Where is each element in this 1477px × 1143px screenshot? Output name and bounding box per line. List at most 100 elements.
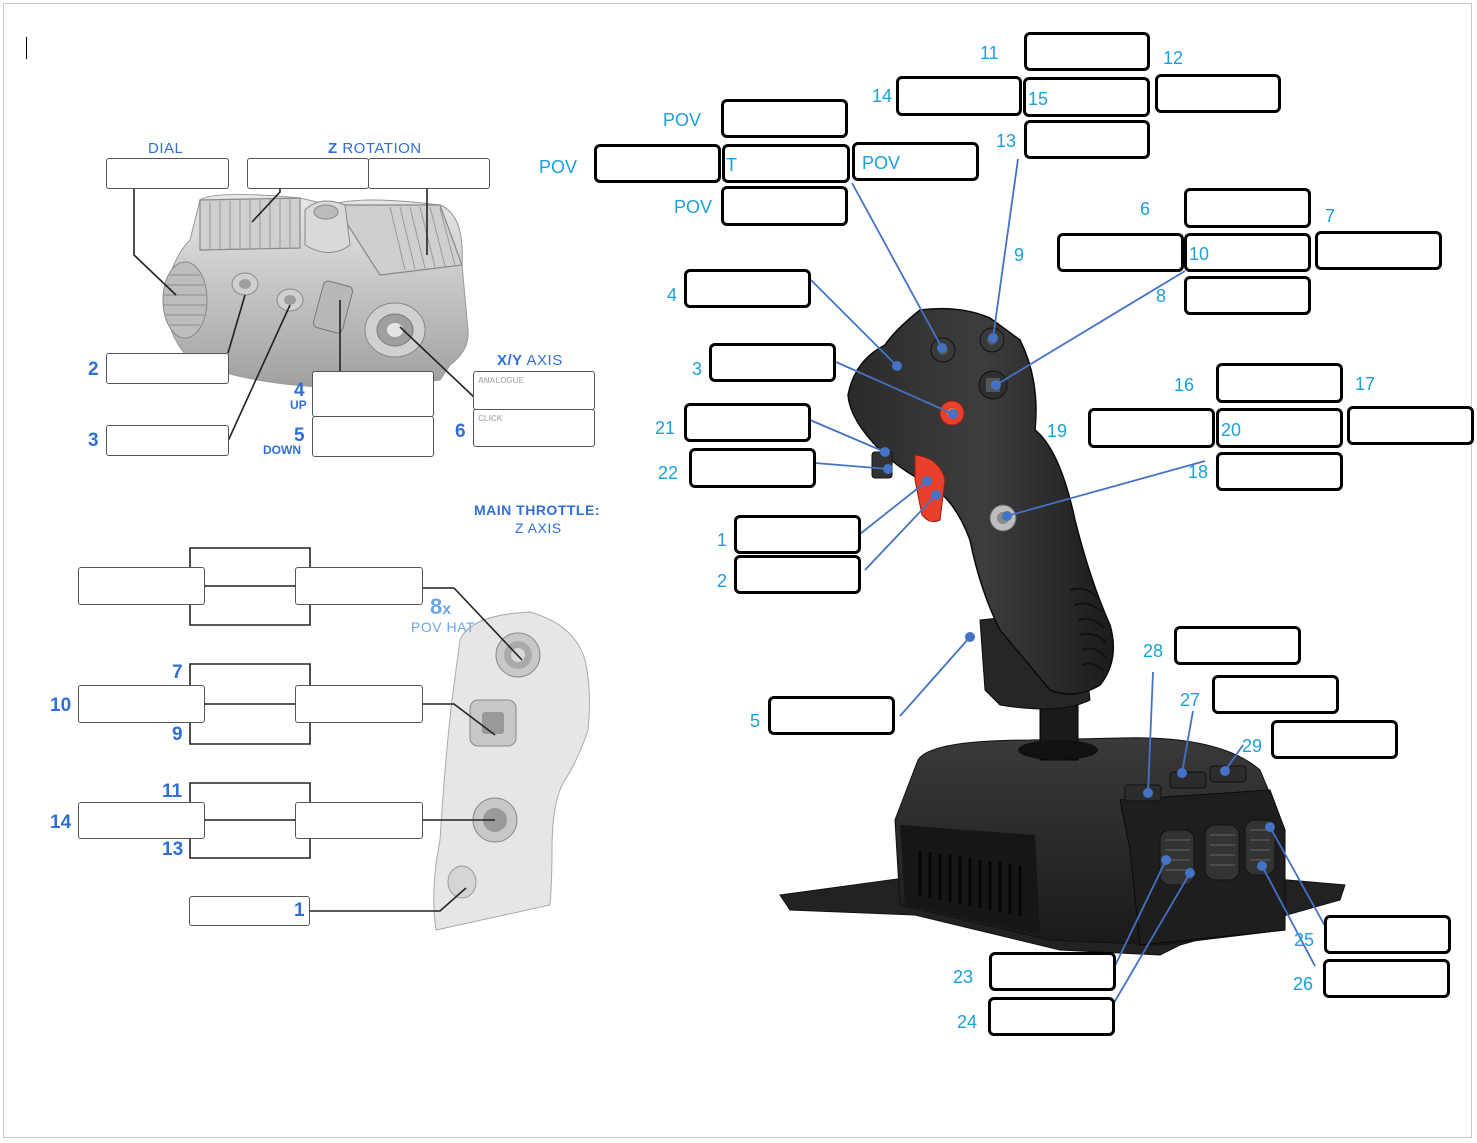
bl-number-13: 13 [162, 839, 184, 860]
tl-answer-box-4[interactable] [312, 371, 434, 417]
tl-answer-box-3[interactable] [106, 425, 229, 456]
r-number-6: 6 [1140, 199, 1151, 219]
xy-axis-bold: X/Y [497, 352, 523, 369]
r-box-13[interactable] [1024, 120, 1150, 159]
r-box-12[interactable] [1155, 74, 1281, 113]
pov-left-box[interactable] [594, 144, 721, 183]
pov-bottom-label: POV [674, 197, 713, 217]
bottom-left-connectors [189, 547, 523, 912]
r-box-14[interactable] [896, 76, 1022, 116]
bl-number-7: 7 [172, 662, 183, 683]
r-number-10: 10 [1189, 244, 1210, 264]
pov-top-box[interactable] [721, 99, 848, 138]
hat3-left-answer-box[interactable] [78, 802, 205, 839]
r-box-4[interactable] [684, 269, 811, 308]
button1-answer-box[interactable] [189, 896, 310, 926]
r-number-11: 11 [980, 43, 999, 63]
r-number-13: 13 [996, 131, 1017, 151]
pov-bottom-box[interactable] [721, 186, 848, 226]
tl-number-2: 2 [88, 359, 99, 380]
r-number-14: 14 [872, 86, 893, 106]
r-number-20: 20 [1221, 420, 1242, 440]
tl-answer-box-5[interactable] [312, 416, 434, 457]
r-number-28: 28 [1143, 641, 1164, 661]
r-number-22: 22 [658, 463, 679, 483]
r-box-1[interactable] [734, 515, 861, 554]
r-number-4: 4 [667, 285, 678, 305]
r-box-24[interactable] [988, 997, 1115, 1036]
main-throttle-line1: MAIN THROTTLE: [474, 502, 600, 518]
r-number-7: 7 [1325, 206, 1336, 226]
r-box-15[interactable] [1023, 77, 1150, 117]
r-box-28[interactable] [1174, 626, 1301, 665]
r-box-19[interactable] [1088, 408, 1215, 448]
r-box-6[interactable] [1184, 188, 1311, 228]
bl-number-11: 11 [162, 781, 183, 802]
r-box-26[interactable] [1323, 959, 1450, 998]
r-number-3: 3 [692, 359, 703, 379]
r-number-8: 8 [1156, 286, 1167, 306]
page-border [3, 3, 1472, 1138]
tl-answer-box-2[interactable] [106, 353, 229, 384]
right-leader-dots [880, 333, 1275, 878]
r-number-27: 27 [1180, 690, 1201, 710]
dial-label: DIAL [148, 140, 184, 157]
r-box-5[interactable] [768, 696, 895, 735]
throttle-side-illustration [433, 611, 590, 931]
pov-center-box[interactable] [722, 144, 850, 183]
r-number-29: 29 [1242, 736, 1263, 756]
r-box-27[interactable] [1212, 675, 1339, 714]
r-box-29[interactable] [1271, 720, 1398, 759]
z-rotation-right-answer-box[interactable] [368, 158, 490, 189]
z-rotation-left-answer-box[interactable] [247, 158, 369, 189]
dial-answer-box[interactable] [106, 158, 229, 189]
tl-number-4: 4 [294, 380, 305, 401]
hat3-right-answer-box[interactable] [295, 802, 423, 839]
tl-number-6: 6 [455, 421, 466, 442]
r-number-25: 25 [1294, 930, 1315, 950]
pov-count-x: x [442, 601, 452, 618]
r-box-22[interactable] [689, 448, 816, 488]
xy-click-answer-box[interactable] [473, 409, 595, 447]
r-box-18[interactable] [1216, 452, 1343, 491]
r-box-2[interactable] [734, 555, 861, 594]
analogue-hint: ANALOGUE [478, 376, 524, 385]
bl-number-9: 9 [172, 724, 183, 745]
tl-number-3: 3 [88, 430, 99, 451]
click-hint: CLICK [478, 414, 503, 423]
main-throttle-line2: Z AXIS [515, 520, 562, 536]
hat1-right-answer-box[interactable] [295, 567, 423, 605]
r-box-7[interactable] [1315, 231, 1442, 270]
bl-number-1: 1 [294, 900, 305, 921]
pov-right-box[interactable] [852, 142, 979, 181]
hat2-right-answer-box[interactable] [295, 685, 423, 723]
r-box-11[interactable] [1024, 32, 1150, 71]
r-number-5: 5 [750, 711, 761, 731]
z-rotation-bold: Z [328, 140, 338, 157]
xy-axis-label: X/Y AXIS [497, 352, 563, 369]
xy-axis-rest: AXIS [522, 352, 563, 369]
right-leader-lines [809, 158, 1326, 1014]
r-box-25[interactable] [1324, 915, 1451, 954]
r-box-3[interactable] [709, 343, 836, 382]
r-number-2: 2 [717, 571, 728, 591]
pov-left-label: POV [539, 157, 578, 177]
r-box-17[interactable] [1347, 406, 1474, 445]
r-box-20[interactable] [1216, 408, 1343, 448]
r-number-1: 1 [717, 530, 728, 550]
r-box-10[interactable] [1184, 233, 1311, 272]
r-box-8[interactable] [1184, 276, 1311, 315]
r-box-21[interactable] [684, 403, 811, 442]
r-number-16: 16 [1174, 375, 1195, 395]
z-rotation-rest: ROTATION [337, 140, 422, 157]
pov-count-number: 8 [430, 594, 443, 619]
tl-up-label: UP [290, 398, 307, 412]
r-box-23[interactable] [989, 952, 1116, 991]
top-left-connectors [133, 189, 476, 442]
r-box-9[interactable] [1057, 233, 1184, 272]
hat1-left-answer-box[interactable] [78, 567, 205, 605]
tl-down-label: DOWN [263, 443, 301, 457]
bl-number-14: 14 [50, 812, 72, 833]
hat2-left-answer-box[interactable] [78, 685, 205, 723]
r-box-16[interactable] [1216, 363, 1343, 403]
